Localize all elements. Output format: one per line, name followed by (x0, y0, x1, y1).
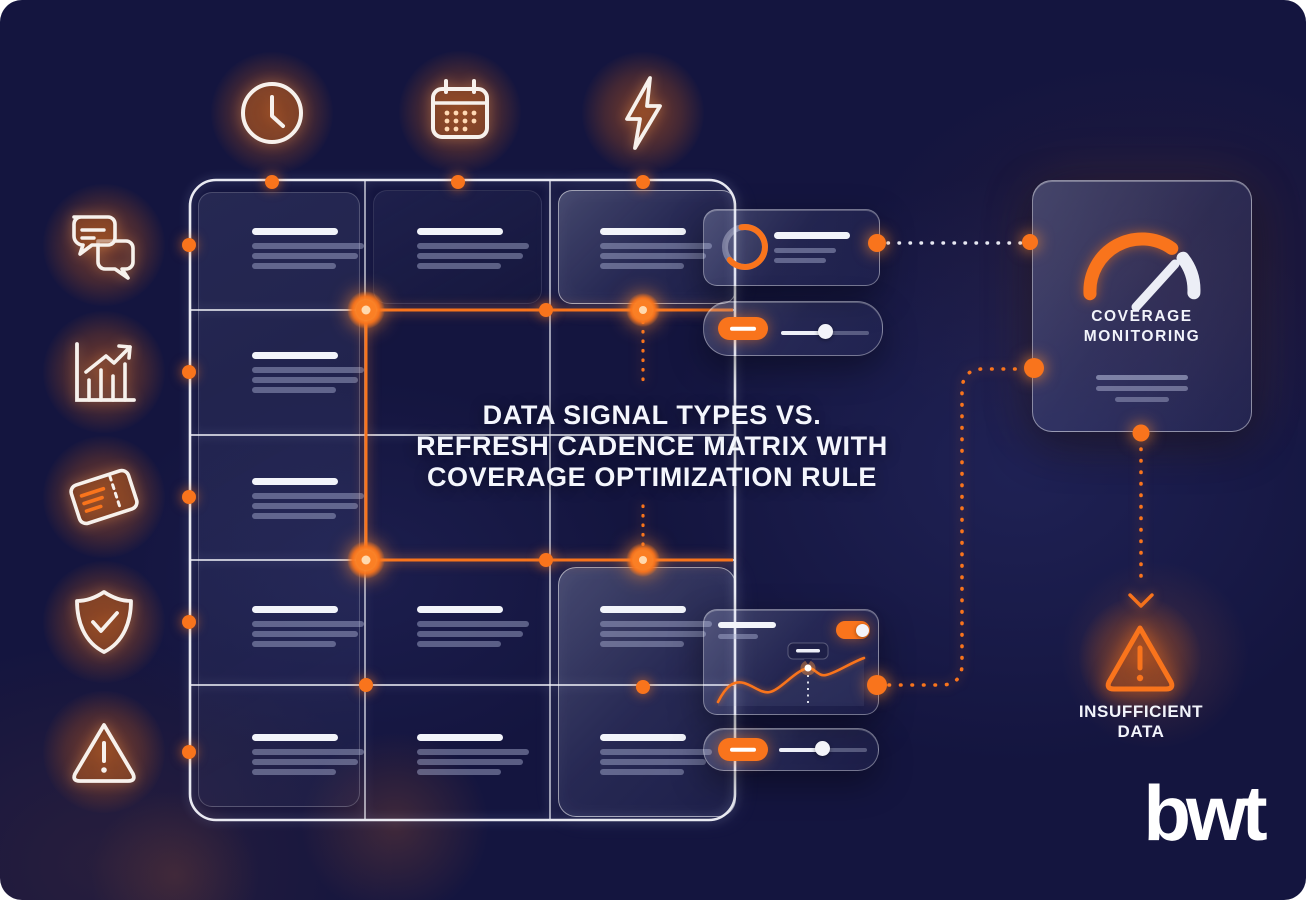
loading-spinner-icon (722, 224, 768, 270)
chat-icon (43, 184, 165, 306)
insufficient-line2: DATA (1117, 722, 1165, 741)
cell-text-col2-row5 (417, 734, 529, 775)
chart-tooltip (787, 642, 829, 665)
panel-text (774, 232, 850, 263)
ticket-icon (43, 436, 165, 558)
insufficient-line1: INSUFFICIENT (1078, 702, 1204, 721)
trend-chart-panel (703, 609, 879, 715)
sparkline-chart (716, 642, 866, 706)
coverage-monitoring-panel: COVERAGE MONITORING (1032, 180, 1252, 432)
bottom-control-pill (703, 728, 879, 771)
bottom-toggle-switch[interactable] (718, 738, 768, 761)
cell-text-col2-row4 (417, 606, 529, 647)
matrix-cell-card-col2-row1 (373, 190, 542, 304)
title-line-3: COVERAGE OPTIMIZATION RULE (426, 462, 878, 492)
toggle-switch[interactable] (718, 317, 768, 340)
junction-glow-dots (347, 291, 660, 579)
cell-text-col1-row3 (252, 478, 364, 519)
shield-check-icon (43, 561, 165, 683)
status-detail-panel (703, 209, 880, 286)
cell-text-col3-row4 (600, 606, 712, 647)
coverage-title-line1: COVERAGE (1091, 308, 1193, 325)
coverage-panel-title: COVERAGE MONITORING (1033, 307, 1251, 347)
bottom-slider-track-rest (822, 748, 867, 752)
clock-icon (211, 52, 333, 174)
slider-track[interactable] (781, 331, 825, 335)
title-line-1: DATA SIGNAL TYPES VS. (482, 400, 822, 430)
insufficient-data-label: INSUFFICIENT DATA (1060, 702, 1222, 742)
bottom-slider-knob[interactable] (815, 741, 830, 756)
coverage-title-line2: MONITORING (1083, 328, 1201, 345)
warning-triangle-icon (43, 691, 165, 813)
title-line-2: REFRESH CADENCE MATRIX WITH (416, 431, 888, 461)
toggle-dash (730, 326, 756, 331)
main-title: DATA SIGNAL TYPES VS. REFRESH CADENCE MA… (392, 400, 912, 493)
cell-text-col1-row5 (252, 734, 364, 775)
brand-logo: bwt (1143, 769, 1267, 857)
cell-text-col3-row1 (600, 228, 712, 269)
insufficient-data-warning-icon (1079, 597, 1201, 719)
gauge-icon (1083, 232, 1201, 312)
cell-text-col1-row4 (252, 606, 364, 647)
calendar-icon (399, 51, 521, 173)
cell-text-col1-row2 (252, 352, 364, 393)
matrix-column1-card (198, 192, 360, 807)
chart-panel-header (718, 622, 776, 639)
cell-text-col1-row1 (252, 228, 364, 269)
grid-node-dots (182, 175, 650, 759)
bar-chart-icon (43, 311, 165, 433)
toggle-dash (730, 747, 756, 752)
lightning-icon (582, 52, 704, 174)
slider-track-rest (825, 331, 869, 335)
slider-knob[interactable] (818, 324, 833, 339)
cell-text-col2-row1 (417, 228, 529, 269)
cell-text-col3-row5 (600, 734, 712, 775)
coverage-panel-text (1033, 375, 1251, 402)
threshold-control-pill (703, 301, 883, 356)
chart-toggle-knob (856, 623, 869, 637)
bottom-slider-track[interactable] (779, 748, 822, 752)
chart-toggle-switch[interactable] (836, 621, 870, 639)
